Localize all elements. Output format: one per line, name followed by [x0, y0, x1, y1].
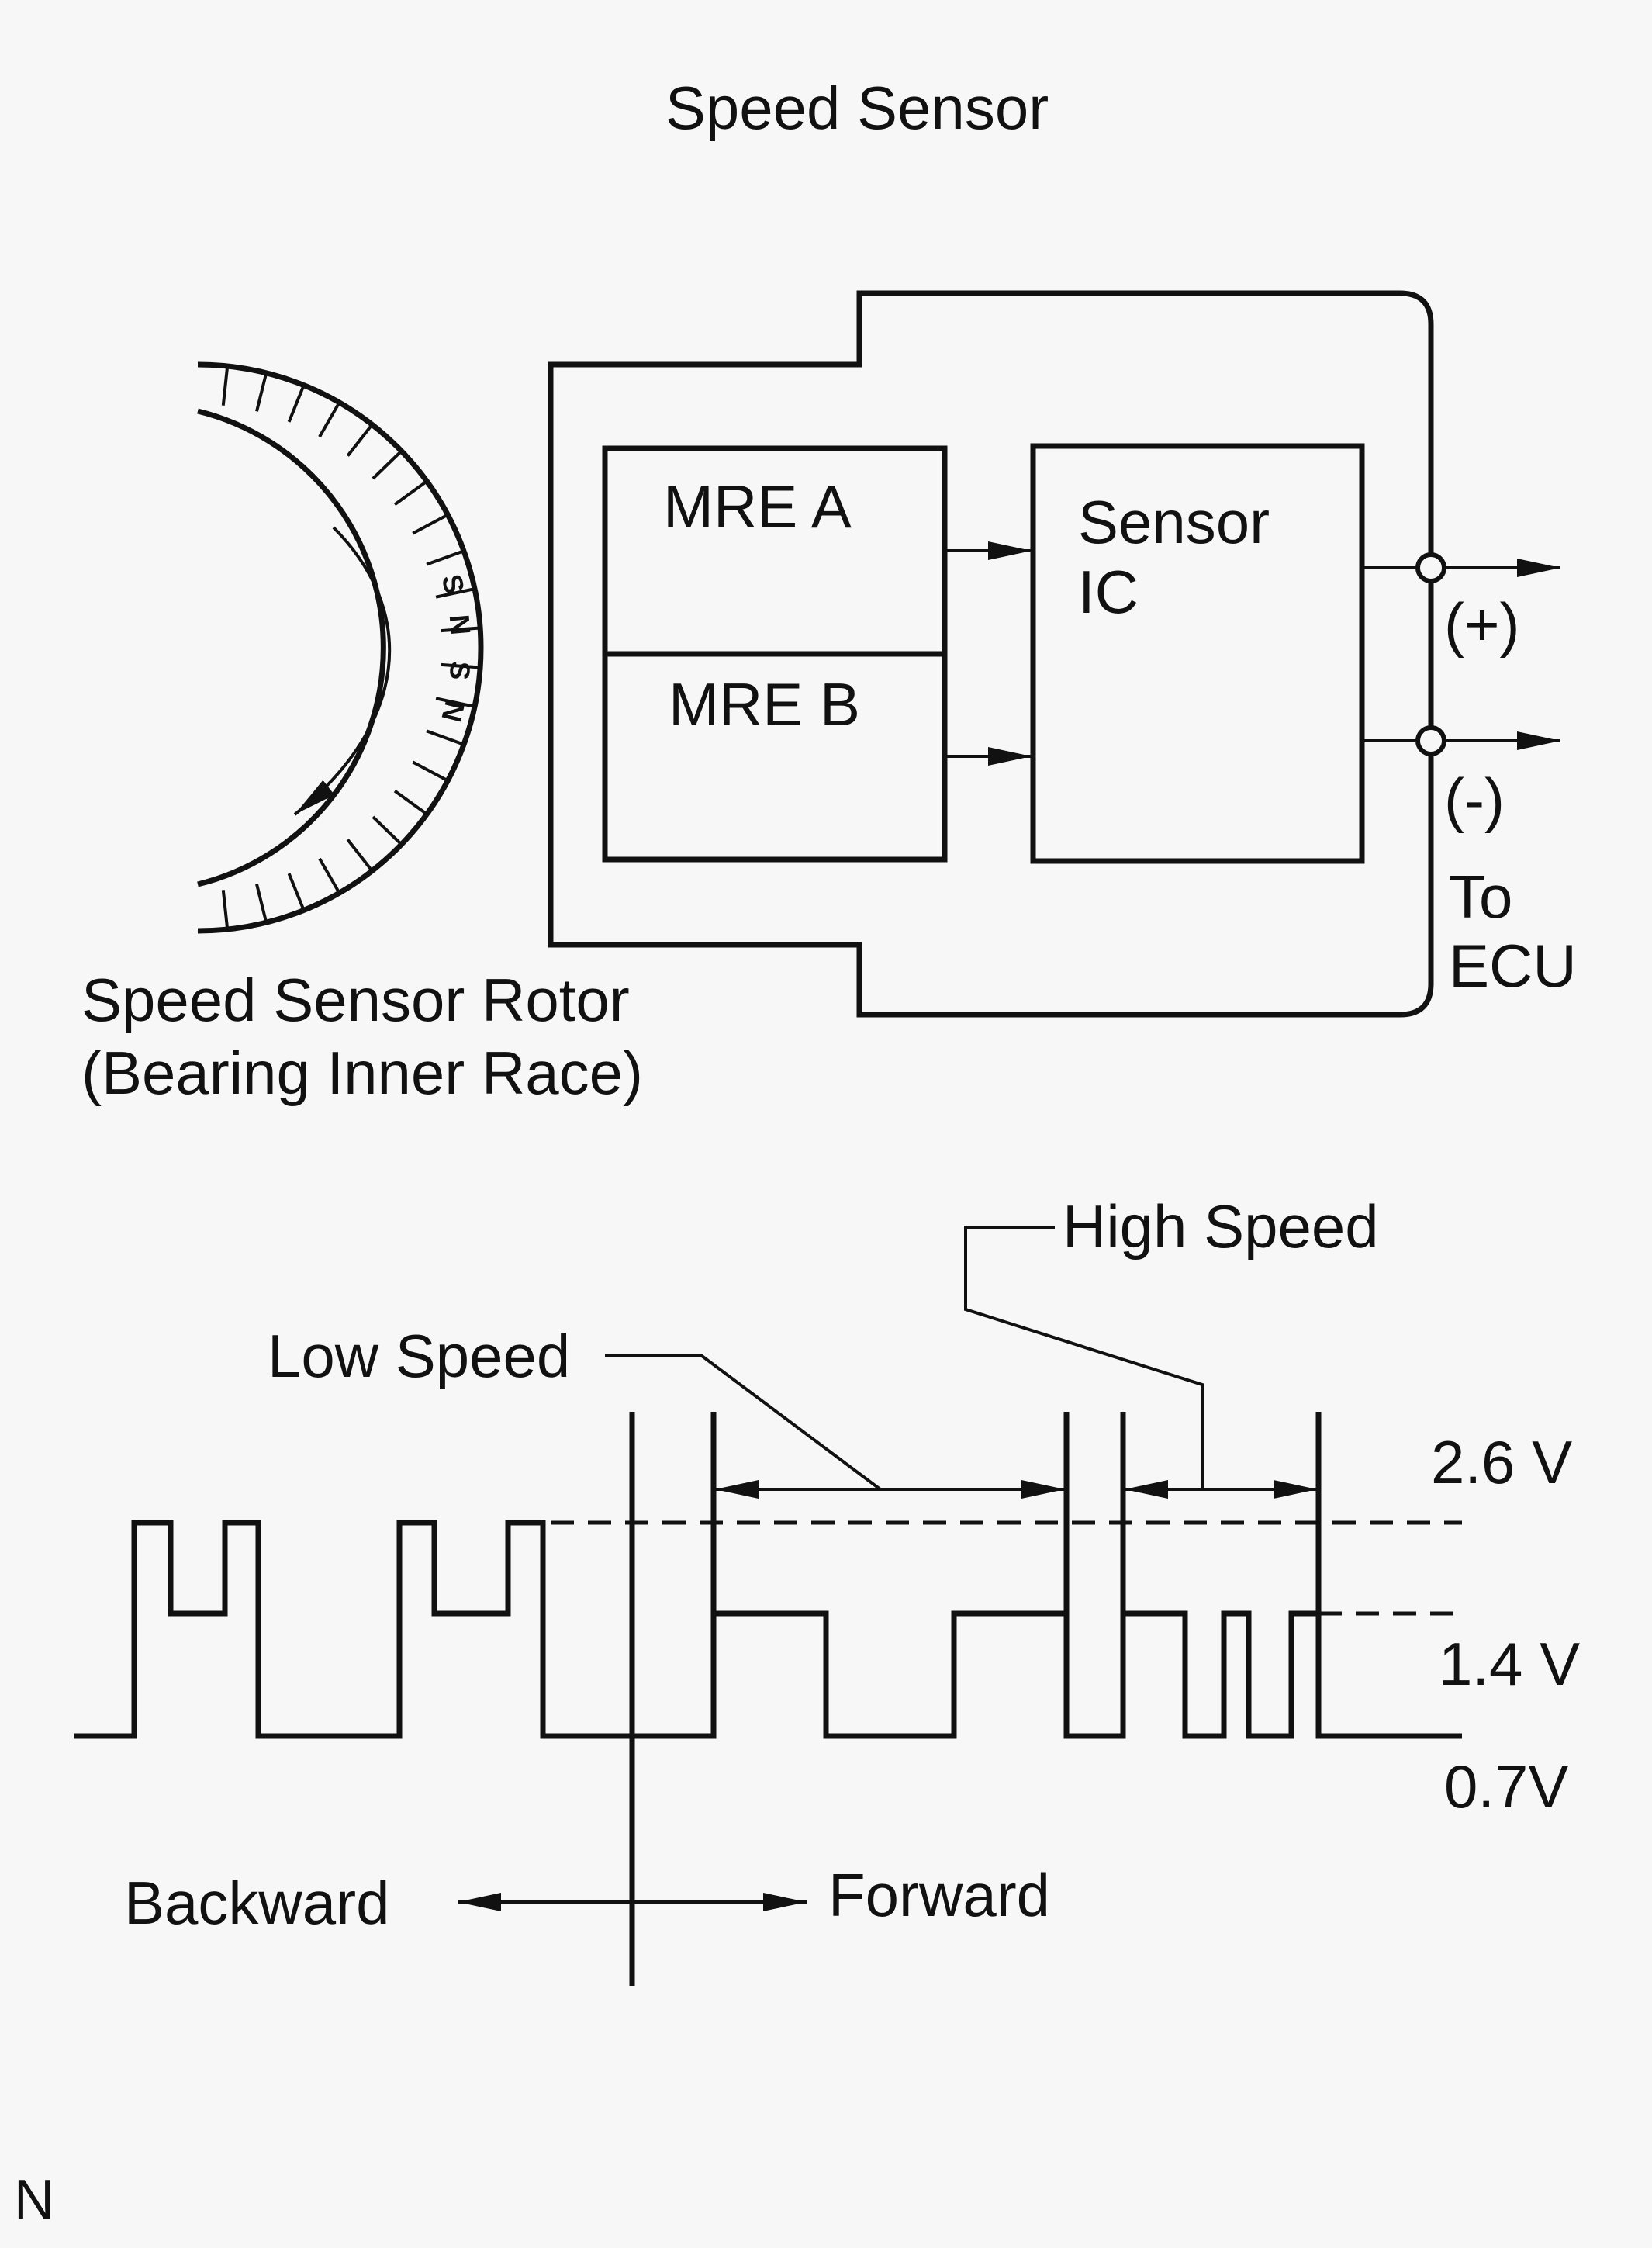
diagram-title: Speed Sensor [665, 74, 1049, 142]
voltage-label-low: 0.7V [1444, 1752, 1568, 1821]
mre-a-label: MRE A [663, 472, 852, 541]
rotor-tick [426, 549, 465, 566]
rotor-tick [346, 424, 374, 457]
rotor-tick-marks [221, 365, 481, 930]
to-ecu-label-line2: ECU [1449, 932, 1577, 1000]
rotor-tick [221, 890, 230, 930]
sensor-ic-label-line2: IC [1078, 558, 1139, 626]
rotor-tick [441, 626, 481, 633]
rotation-direction-arrow [293, 526, 392, 816]
rotor-tick [435, 697, 475, 708]
rotor-tick [435, 587, 475, 599]
rotor-tick [426, 729, 465, 746]
voltage-label-mid: 1.4 V [1439, 1630, 1580, 1698]
rotor-tick [287, 384, 306, 423]
rotor-pole-s: S [436, 571, 472, 597]
rotor-tick [221, 365, 230, 406]
rotor-tick [412, 760, 449, 783]
forward-label: Forward [828, 1861, 1050, 1929]
high-speed-leader [964, 1226, 1204, 1489]
minus-terminal-label: (-) [1444, 766, 1505, 834]
low-speed-label: Low Speed [268, 1322, 570, 1390]
sensor-ic-label-line1: Sensor [1078, 488, 1270, 556]
backward-label: Backward [124, 1869, 389, 1937]
rotor-tick [393, 789, 428, 816]
voltage-label-high: 2.6 V [1431, 1428, 1572, 1496]
rotor-tick [372, 449, 403, 480]
rotor-pole-n: N [444, 614, 477, 636]
low-speed-leader [605, 1354, 882, 1491]
minus-terminal [1415, 725, 1446, 756]
sensor-housing [548, 290, 1434, 1018]
sensor-output-waveform [74, 1520, 1462, 1739]
plus-terminal [1415, 552, 1446, 583]
rotor-tick [346, 839, 374, 872]
rotor-tick [318, 401, 341, 438]
rotor-tick [287, 873, 306, 911]
sensor-ic-block [1030, 443, 1365, 864]
rotor-tick [393, 479, 428, 507]
rotor-outer-arc [197, 361, 484, 934]
rotor-tick [372, 815, 403, 846]
high-speed-label: High Speed [1063, 1192, 1379, 1261]
rotor-pole-n: N [435, 698, 471, 725]
rotor-inner-arc [197, 408, 386, 887]
rotor-label-line1: Speed Sensor Rotor [81, 966, 630, 1034]
rotor-pole-s: S [444, 660, 477, 681]
corner-mark: N [14, 2169, 54, 2231]
rotor-tick [318, 857, 341, 894]
plus-terminal-label: (+) [1444, 590, 1520, 659]
rotor-tick [255, 884, 268, 923]
mre-b-label: MRE B [669, 670, 860, 738]
rotor-tick [412, 513, 449, 535]
rotor-tick [441, 662, 481, 669]
rotor-tick [255, 372, 268, 412]
to-ecu-label-line1: To [1449, 863, 1512, 931]
rotor-label-line2: (Bearing Inner Race) [81, 1039, 643, 1107]
